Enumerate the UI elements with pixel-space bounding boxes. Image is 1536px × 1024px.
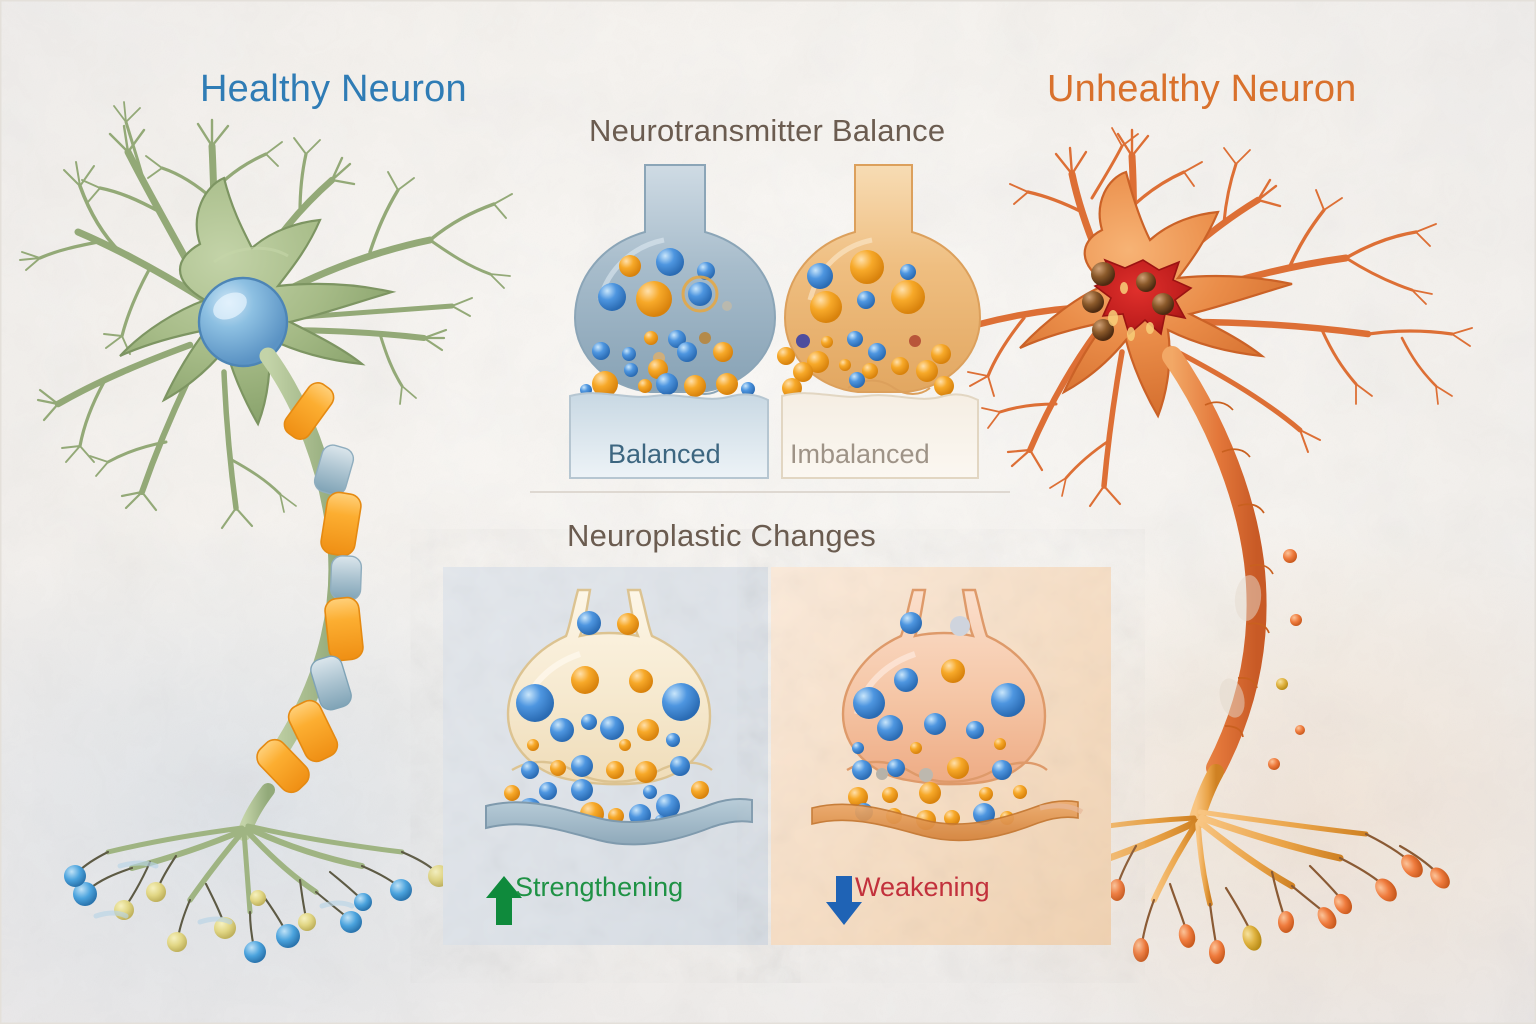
healthy-neuron-title: Healthy Neuron (200, 68, 467, 110)
vesicles-weakening-terminal (852, 612, 1025, 754)
card-strengthening (443, 567, 768, 945)
neurotransmitter-balance-title: Neurotransmitter Balance (589, 113, 946, 148)
up-arrow-icon (486, 876, 522, 925)
healthy-soma (119, 176, 397, 427)
cleft-vesicles-strengthening (504, 755, 709, 827)
healthy-axon (237, 347, 364, 841)
postsynaptic-membrane-strengthening (485, 798, 753, 846)
synapse-balanced (569, 164, 777, 479)
synapse-imbalanced-label: Imbalanced (790, 439, 930, 469)
vesicles-strengthening-terminal (516, 611, 700, 751)
down-arrow-icon (826, 876, 862, 925)
cleft-vesicles-imbalanced (777, 331, 954, 398)
vesicles-balanced-terminal (598, 248, 732, 317)
unhealthy-neuron-title: Unhealthy Neuron (1047, 68, 1357, 110)
postsynaptic-imbalanced (781, 392, 979, 479)
unhealthy-axon (1162, 346, 1305, 830)
synapse-imbalanced (777, 164, 982, 479)
strengthening-label: Strengthening (515, 872, 684, 902)
postsynaptic-membrane-weakening (811, 800, 1079, 842)
postsynaptic-balanced (569, 392, 769, 479)
card-weakening (771, 567, 1111, 945)
neuroplastic-changes-title: Neuroplastic Changes (567, 518, 877, 553)
synapse-balanced-label: Balanced (608, 439, 721, 469)
axon-swellings (1204, 401, 1274, 738)
weakening-label: Weakening (855, 872, 990, 902)
unhealthy-soma (1019, 170, 1293, 419)
leaking-vesicles (1268, 549, 1305, 770)
vesicles-imbalanced-terminal (807, 250, 925, 323)
myelin-sheath-segments (256, 382, 364, 794)
inclusion-bodies (1082, 262, 1174, 341)
